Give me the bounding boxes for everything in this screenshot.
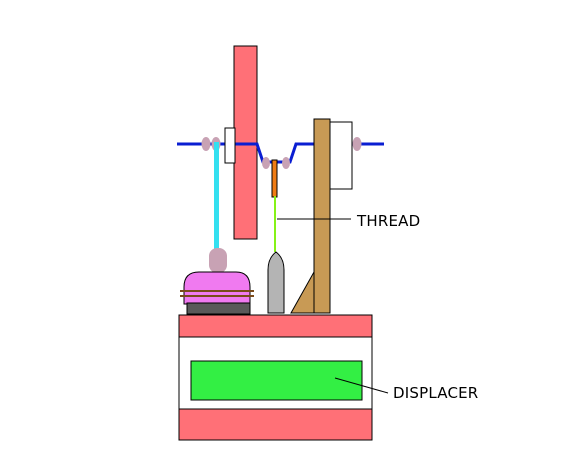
power-cylinder-top — [183, 271, 251, 305]
displacer-label: DISPLACER — [393, 384, 478, 402]
bearing — [352, 137, 362, 151]
frame-brace — [290, 270, 315, 314]
bearing — [201, 137, 211, 151]
crank-pin — [271, 159, 278, 198]
frame-post — [313, 118, 331, 314]
bearing — [262, 157, 270, 169]
power-piston-head — [209, 248, 227, 273]
crank-web-left — [224, 127, 236, 164]
displacer-leader-line — [334, 377, 389, 394]
displacer-chamber-top-plate — [178, 314, 373, 338]
displacer-chamber-bottom-plate — [178, 408, 373, 441]
power-connecting-rod — [214, 142, 219, 250]
pulley-right — [329, 121, 353, 190]
thread-label: THREAD — [356, 212, 420, 230]
power-cylinder-base — [186, 302, 251, 315]
displacer — [190, 360, 363, 401]
bearing — [282, 157, 290, 169]
displacer-rod-guide — [267, 251, 285, 314]
